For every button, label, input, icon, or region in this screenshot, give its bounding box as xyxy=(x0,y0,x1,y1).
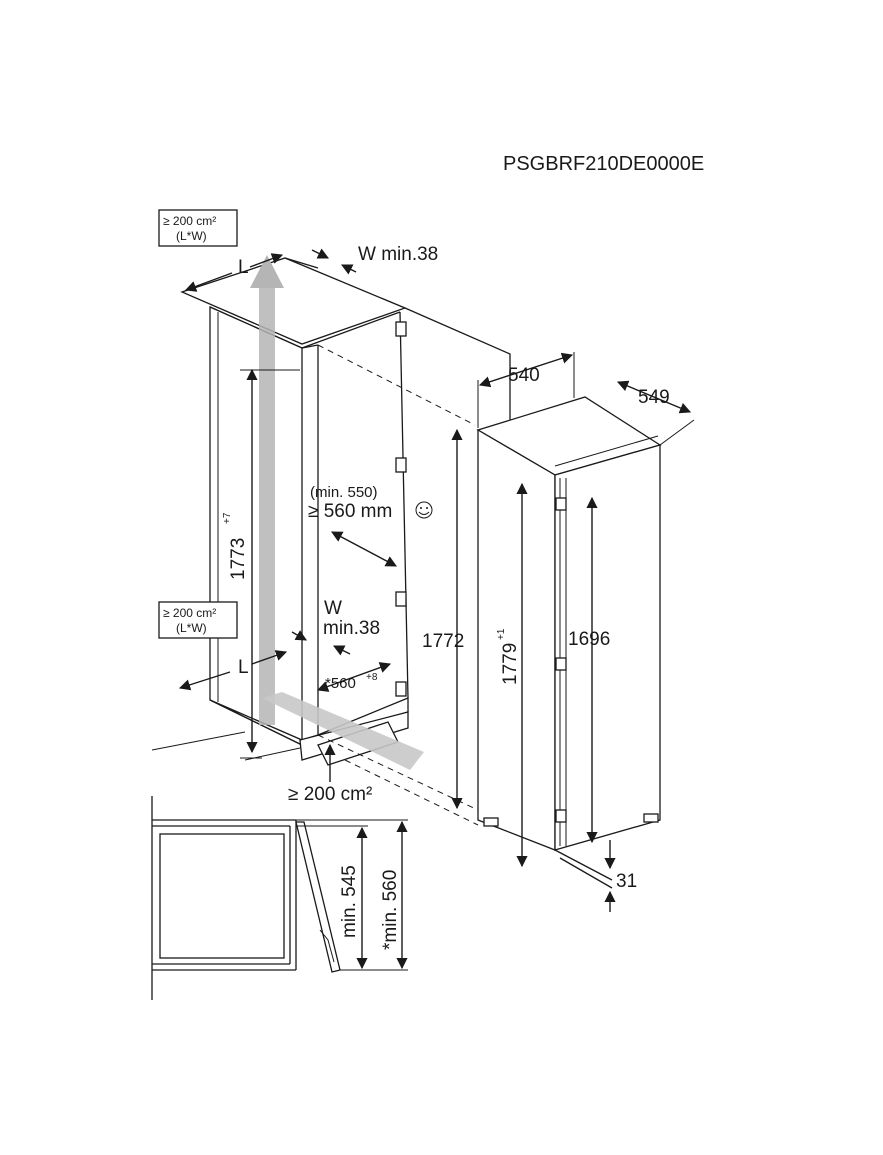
niche-depth-min: (min. 550) xyxy=(310,484,378,501)
side-min-depth: min. 545 xyxy=(339,865,360,938)
vent-top-formula: (L*W) xyxy=(176,229,207,243)
smiley-icon xyxy=(415,501,433,519)
projection-lines xyxy=(317,344,479,826)
appliance-door-height: 1779 xyxy=(500,643,521,685)
vent-bottom: ≥ 200 cm² xyxy=(288,743,372,805)
appliance-width: 540 xyxy=(508,365,540,386)
appliance-plinth-gap: 31 xyxy=(616,871,637,892)
appliance-depth: 549 xyxy=(638,387,670,408)
niche-width-tolerance: +8 xyxy=(366,672,378,683)
vent-mid-formula: (L*W) xyxy=(176,621,207,635)
niche-width-label: *560 xyxy=(325,675,356,692)
side-max-depth: *min. 560 xyxy=(380,870,401,950)
vent-mid-gap-min: min.38 xyxy=(323,618,380,639)
model-code: PSGBRF210DE0000E xyxy=(503,153,704,175)
niche-dimensions: 1773 +7 (min. 550) ≥ 560 mm *560 +8 xyxy=(222,368,433,759)
vent-mid-gap-w: W xyxy=(324,598,342,619)
niche-height-tolerance: +7 xyxy=(222,512,233,524)
niche-depth-recommended: ≥ 560 mm xyxy=(308,501,392,522)
appliance-height: 1772 xyxy=(422,631,464,652)
niche-height-label: 1773 xyxy=(228,538,249,580)
airflow-arrows xyxy=(250,255,424,770)
appliance-inner-height: 1696 xyxy=(568,629,610,650)
vent-top-gap: W min.38 xyxy=(358,244,438,265)
vent-top: ≥ 200 cm² (L*W) L W min.38 xyxy=(158,209,438,292)
vent-top-length: L xyxy=(238,257,249,278)
appliance-door-height-tolerance: +1 xyxy=(496,628,507,640)
side-section: min. 545 *min. 560 xyxy=(151,796,408,1000)
vent-top-area: ≥ 200 cm² xyxy=(163,214,216,228)
vent-mid-area: ≥ 200 cm² xyxy=(163,606,216,620)
vent-bottom-area: ≥ 200 cm² xyxy=(288,784,372,805)
vent-mid-length: L xyxy=(238,657,249,678)
vent-mid: ≥ 200 cm² (L*W) L W min.38 xyxy=(158,598,380,691)
appliance-dimensions: 540 549 1772 1779 +1 1696 31 xyxy=(422,352,695,912)
